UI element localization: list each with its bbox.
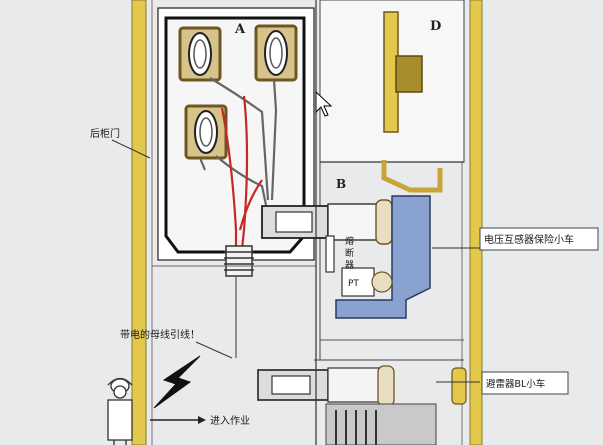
live-busbar-lead — [220, 95, 263, 269]
fuse-label-1: 熔 — [345, 235, 354, 247]
compartment-d: D — [319, 0, 465, 193]
arrester-compartment — [257, 359, 467, 445]
mouse-pointer-icon — [315, 90, 333, 117]
rear-door-label: 后柜门 — [90, 127, 120, 140]
rear-door-callout: 后柜门 — [90, 127, 151, 159]
lightning-bolt-icon — [153, 355, 201, 409]
worker-figure — [107, 377, 133, 445]
pt-fuse-truck-label: 电压互感器保险小车 — [484, 233, 574, 246]
busbar-insulator — [254, 24, 298, 82]
current-transformer — [224, 245, 254, 277]
cabinet-frame — [131, 0, 483, 445]
pt-label: PT — [348, 279, 359, 289]
live-busbar-callout: 带电的母线引线！ — [120, 328, 233, 359]
live-busbar-label: 带电的母线引线！ — [120, 328, 200, 341]
pt-fuse-truck-callout: 电压互感器保险小车 — [432, 227, 599, 251]
enter-work-label: 进入作业 — [210, 415, 250, 427]
busbar-insulator — [178, 26, 222, 82]
arrester-truck-callout: 避雷器BL小车 — [436, 371, 569, 395]
compartment-b: B PT 熔 断 器 — [261, 162, 464, 360]
arrester-truck-label: 避雷器BL小车 — [486, 378, 545, 390]
enter-work-arrow: 进入作业 — [150, 415, 250, 427]
compartment-b-label: B — [336, 177, 346, 191]
busbar-leads — [198, 77, 278, 206]
compartment-a-label: A — [234, 22, 246, 37]
fuse-label-2: 断 — [345, 247, 354, 259]
compartment-d-label: D — [430, 19, 441, 34]
fuse-label-3: 器 — [345, 260, 354, 271]
busbar-insulator — [184, 104, 228, 160]
